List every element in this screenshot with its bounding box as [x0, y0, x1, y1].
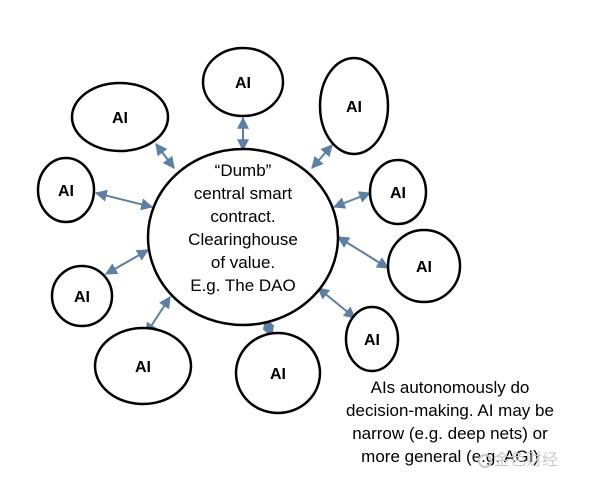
ai-node-label: AI — [364, 332, 380, 349]
coin-logo-icon — [478, 454, 492, 468]
ai-node-circle — [201, 46, 285, 118]
ai-node-label: AI — [135, 359, 151, 376]
ai-node-label: AI — [74, 289, 90, 306]
ai-node-circle — [386, 228, 462, 304]
caption-line: AIs autonomously do — [370, 378, 530, 397]
center-line: Clearinghouse — [188, 230, 298, 249]
ai-node-circle — [368, 158, 428, 226]
bidirectional-arrow — [317, 287, 356, 319]
caption-line: more general (e.g. AGI) — [361, 447, 539, 466]
ai-node: AI — [70, 81, 170, 153]
ai-node-label: AI — [112, 110, 128, 127]
ai-node-label: AI — [270, 366, 286, 383]
center-line: central smart — [194, 184, 293, 203]
ai-node: AI — [201, 46, 285, 118]
connector-arrows — [94, 116, 390, 339]
watermark: 金色财经 — [478, 446, 558, 470]
ai-node: AI — [344, 305, 400, 373]
center-line: E.g. The DAO — [190, 276, 296, 295]
central-contract-circle — [146, 147, 340, 327]
ai-node: AI — [36, 156, 96, 224]
ai-node-label: AI — [390, 185, 406, 202]
ai-node-circle — [50, 264, 114, 328]
bidirectional-arrow — [155, 143, 175, 169]
bidirectional-arrow — [311, 144, 333, 169]
ai-node: AI — [50, 264, 114, 328]
bidirectional-arrow — [94, 189, 154, 211]
ai-node-circle — [93, 326, 193, 406]
caption-text: AIs autonomously do decision-making. AI … — [330, 376, 570, 468]
ai-node: AI — [318, 56, 390, 156]
watermark-text: 金色财经 — [494, 450, 559, 469]
center-line: of value. — [211, 253, 275, 272]
ai-node-circle — [36, 156, 96, 224]
ai-node-circle — [234, 331, 322, 415]
ai-node-circle — [344, 305, 400, 373]
caption-line: decision-making. AI may be — [346, 401, 554, 420]
bidirectional-arrow — [332, 191, 372, 209]
ai-nodes: AI AI AI AI AI AI AI AI AI AI — [36, 46, 462, 415]
ai-node: AI — [93, 326, 193, 406]
central-contract-node: “Dumb” central smart contract. Clearingh… — [146, 147, 340, 327]
ai-node: AI — [234, 331, 322, 415]
ai-node-circle — [318, 56, 390, 156]
bidirectional-arrow — [336, 236, 390, 269]
bidirectional-arrow — [104, 249, 150, 275]
ai-node: AI — [386, 228, 462, 304]
central-contract-text: “Dumb” central smart contract. Clearingh… — [188, 161, 298, 295]
center-line: contract. — [210, 207, 275, 226]
ai-node-label: AI — [58, 183, 74, 200]
ai-node-label: AI — [235, 75, 251, 92]
ai-node: AI — [368, 158, 428, 226]
ai-node-label: AI — [416, 259, 432, 276]
ai-node-circle — [70, 81, 170, 153]
center-line: “Dumb” — [215, 161, 272, 180]
ai-node-label: AI — [346, 99, 362, 116]
caption-line: narrow (e.g. deep nets) or — [352, 424, 548, 443]
